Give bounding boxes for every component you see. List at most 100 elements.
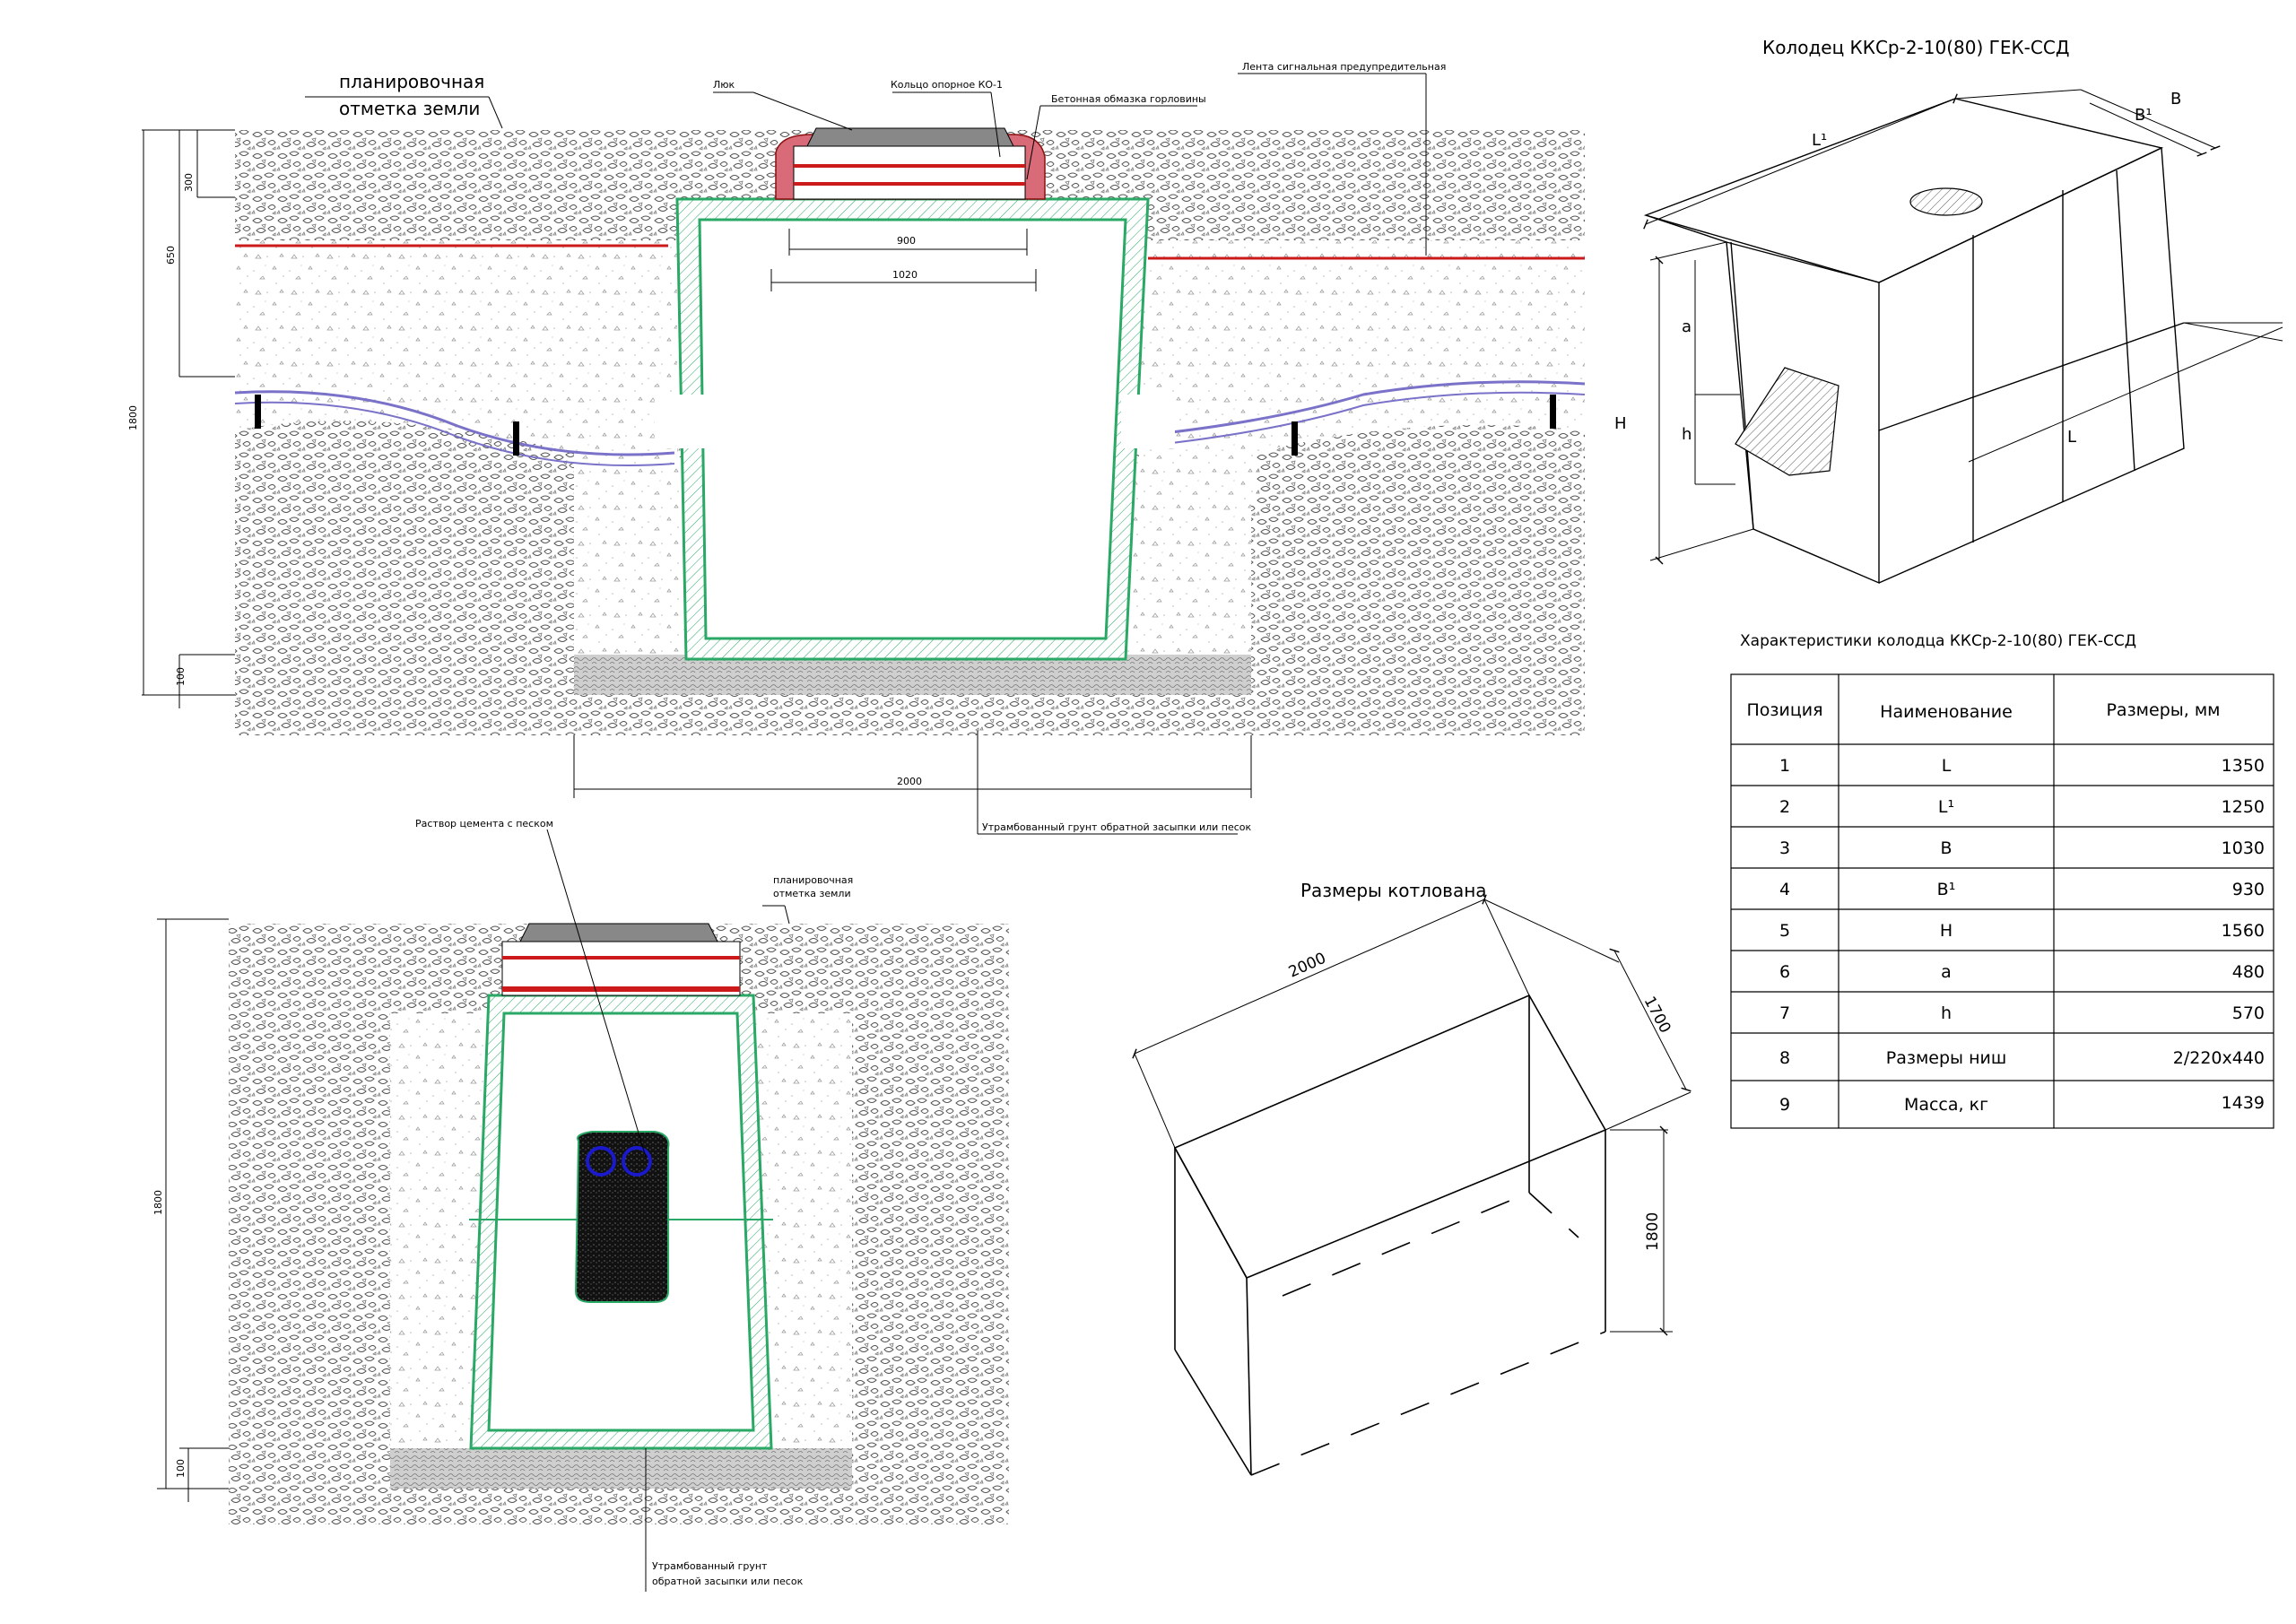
pit-top-face: [1173, 994, 1607, 1280]
well-iso-label-L1: L¹: [1812, 131, 1827, 150]
soil-lower-left: [235, 421, 574, 735]
well-opening-left: [655, 395, 709, 448]
table-row-5-pos: 5: [1779, 921, 1790, 941]
table-row-4-pos: 4: [1779, 880, 1790, 899]
callout-mortar: Раствор цемента с песком: [415, 818, 553, 829]
well-iso-side: [1878, 146, 2185, 584]
dim-650: 650: [165, 246, 177, 265]
pit-length: 2000: [1286, 950, 1329, 982]
table-row-1-name: L: [1942, 756, 1952, 776]
cable-pipe-right: [1147, 380, 1586, 437]
dimensions-bottom: [157, 829, 790, 1592]
well-iso-label-h: h: [1682, 425, 1692, 444]
dim-1020: 1020: [892, 269, 918, 281]
table-row-9-pos: 9: [1779, 1095, 1790, 1115]
pipe-marker-3: [1292, 421, 1298, 456]
hatch-cover: [806, 127, 1014, 147]
table-row-8-name: Размеры ниш: [1886, 1048, 2006, 1068]
table-row-5-size: 1560: [2222, 921, 2265, 941]
bt-ground-label-line2: отметка земли: [773, 888, 851, 899]
ground-label-line2: отметка земли: [339, 98, 480, 119]
table-row-4-name: B¹: [1937, 880, 1956, 899]
table-row-6-pos: 6: [1779, 962, 1790, 982]
bottom-gravel-band: [235, 695, 1585, 735]
table-row-8-size: 2/220x440: [2173, 1048, 2265, 1068]
pit-hidden-edges: [1250, 1192, 1606, 1476]
bt-hatch-cover: [519, 923, 718, 942]
pipe-marker-2: [513, 421, 519, 456]
table-row-2-name: L¹: [1938, 797, 1954, 817]
well-isometric: Колодец ККСр-2-10(80) ГЕК-ССД: [1614, 37, 2283, 585]
callouts-top: [305, 73, 1427, 835]
table-header-name: Наименование: [1880, 702, 2013, 722]
duct-right: [622, 1146, 652, 1177]
table-row-9-size: 1439: [2222, 1093, 2265, 1113]
well-iso-label-L: L: [2067, 428, 2076, 447]
well-opening-right: [1121, 395, 1175, 448]
well-iso-title: Колодец ККСр-2-10(80) ГЕК-ССД: [1762, 37, 2069, 58]
table-row-7-pos: 7: [1779, 1003, 1790, 1023]
pit-width: 1700: [1640, 994, 1674, 1037]
bt-dim-100: 100: [175, 1459, 187, 1478]
dimensions-top: [142, 129, 1252, 798]
dim-2000: 2000: [897, 776, 922, 787]
cable-pipe-left: [234, 390, 675, 456]
bt-soil-left: [229, 1013, 390, 1524]
dim-1800: 1800: [127, 405, 139, 430]
well-iso-label-B: B: [2170, 90, 2181, 109]
callout-compacted: Утрамбованный грунт обратной засыпки или…: [982, 821, 1252, 833]
cable-pipe-right-inner: [1147, 391, 1586, 447]
well-iso-niche: [1735, 367, 1839, 476]
bt-soil-right: [852, 1013, 1009, 1524]
bt-compacted-line1: Утрамбованный грунт: [652, 1560, 768, 1572]
table-row-7-size: 570: [2232, 1003, 2265, 1023]
section-longitudinal: 300 650 1800 100 900 1020 2000 планирово…: [127, 61, 1586, 835]
well-iso-dims: [1643, 89, 2283, 565]
table-row-2-size: 1250: [2222, 797, 2265, 817]
callout-concrete: Бетонная обмазка горловины: [1051, 93, 1206, 105]
section-transverse: 1800 100 Раствор цемента с песком планир…: [152, 818, 1009, 1592]
pit-title: Размеры котлована: [1300, 880, 1487, 901]
table-row-1-pos: 1: [1779, 756, 1790, 776]
dim-300: 300: [183, 173, 195, 192]
pipe-marker-1: [255, 395, 261, 429]
table-row-6-name: a: [1941, 962, 1952, 982]
dim-900: 900: [897, 235, 916, 247]
table-row-6-size: 480: [2232, 962, 2265, 982]
well-iso-label-H: H: [1614, 414, 1627, 433]
bt-dim-1800: 1800: [152, 1190, 164, 1215]
pit-isometric: Размеры котлована 2000 1700: [1132, 880, 1692, 1476]
bt-compacted-line2: обратной засыпки или песок: [652, 1576, 804, 1587]
table-header-size: Размеры, мм: [2106, 700, 2220, 720]
table-row-5-name: H: [1940, 921, 1952, 941]
support-ring: [793, 145, 1026, 200]
table-row-3-size: 1030: [2222, 838, 2265, 858]
callout-luk: Люк: [713, 79, 735, 91]
bt-bottom-band: [229, 1489, 1009, 1524]
pipe-marker-4: [1550, 395, 1556, 429]
cable-pipe-left-inner: [234, 401, 675, 466]
duct-left: [586, 1146, 616, 1177]
foundation-dense: [574, 655, 1251, 695]
well-iso-label-B1: B¹: [2135, 106, 2152, 125]
well-iso-label-a: a: [1682, 317, 1692, 336]
soil-lower-right: [1256, 424, 1585, 735]
bt-foundation: [390, 1448, 852, 1489]
callout-ring: Кольцо опорное КО-1: [891, 79, 1003, 91]
ground-label-line1: планировочная: [339, 71, 484, 92]
dim-100: 100: [175, 667, 187, 686]
pit-dims: [1132, 894, 1692, 1336]
characteristics-table: Характеристики колодца ККСр-2-10(80) ГЕК…: [1730, 632, 2274, 1129]
table-row-1-size: 1350: [2222, 756, 2265, 776]
well-iso-hatch-opening: [1909, 187, 1983, 216]
table-row-3-name: B: [1940, 838, 1952, 858]
table-header-position: Позиция: [1746, 700, 1822, 720]
table-row-2-pos: 2: [1779, 797, 1790, 817]
table-row-3-pos: 3: [1779, 838, 1790, 858]
table-row-4-size: 930: [2232, 880, 2265, 899]
well-interior: [698, 218, 1127, 640]
bt-ground-label-line1: планировочная: [773, 874, 853, 886]
pit-depth: 1800: [1644, 1212, 1662, 1251]
table-title: Характеристики колодца ККСр-2-10(80) ГЕК…: [1740, 632, 2136, 650]
